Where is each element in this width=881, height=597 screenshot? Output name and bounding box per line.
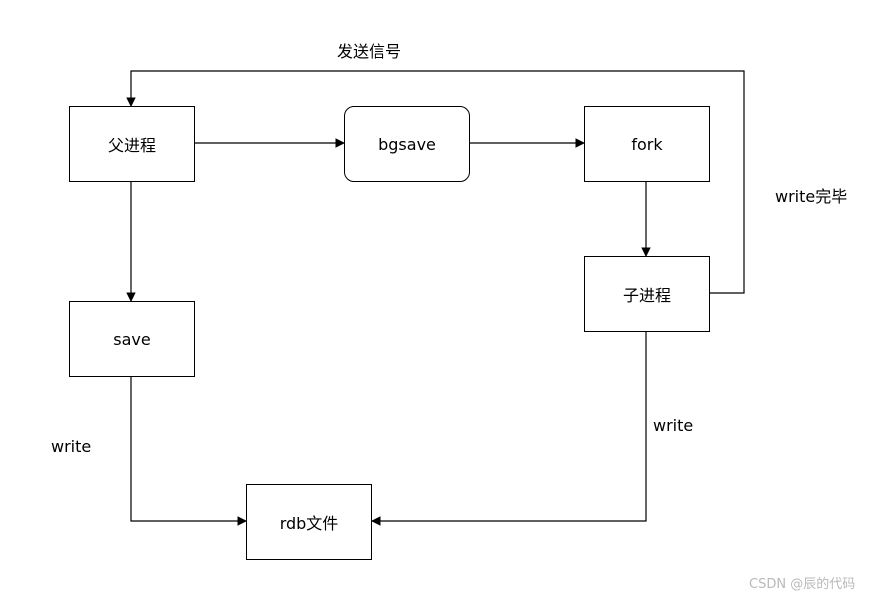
watermark: CSDN @辰的代码 [749, 577, 856, 592]
node-save: save [69, 301, 195, 377]
arrow-child-to-rdb [371, 331, 647, 526]
edge-label-signal: 发送信号 [337, 42, 402, 61]
node-child-process: 子进程 [584, 256, 710, 332]
node-save-label: save [113, 329, 151, 349]
node-rdb-file-label: rdb文件 [279, 514, 339, 533]
edge-label-write-left: write [51, 437, 92, 456]
arrow-save-to-rdb [130, 376, 247, 526]
node-parent-process-label: 父进程 [107, 136, 156, 155]
node-parent-process: 父进程 [69, 106, 195, 182]
node-child-process-label: 子进程 [622, 286, 671, 305]
node-fork-label: fork [631, 134, 663, 154]
arrow-child-signal-to-parent [126, 70, 745, 294]
node-bgsave-label: bgsave [378, 134, 436, 154]
node-bgsave: bgsave [344, 106, 470, 182]
edge-label-write-done: write完毕 [775, 187, 848, 206]
node-rdb-file: rdb文件 [246, 484, 372, 560]
node-fork: fork [584, 106, 710, 182]
edge-label-write-right: write [653, 416, 694, 435]
